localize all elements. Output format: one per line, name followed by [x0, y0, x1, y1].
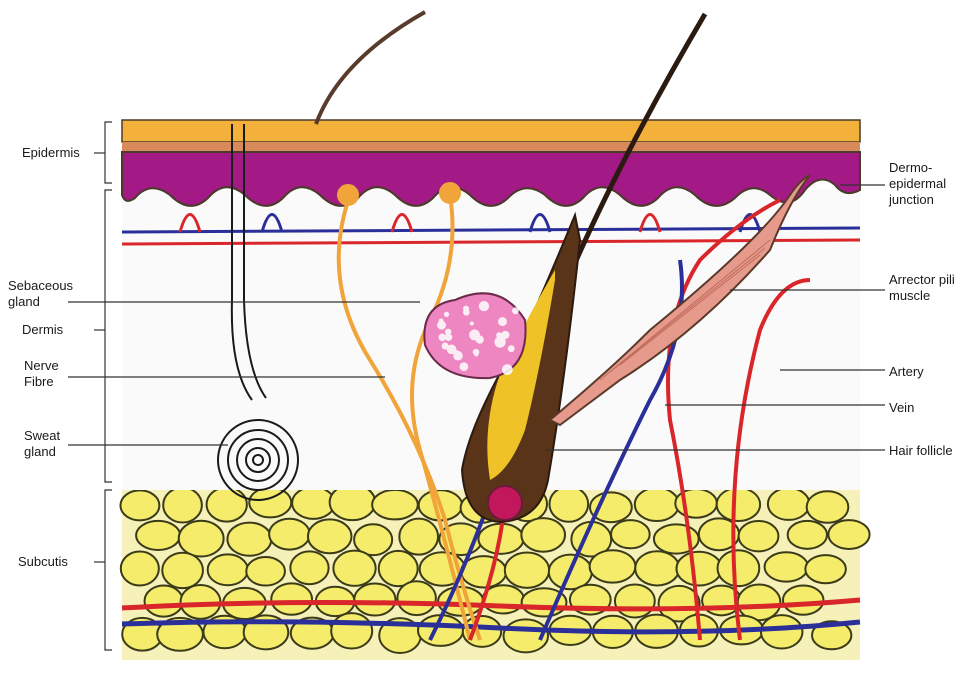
fat-cell [635, 488, 679, 521]
sebaceous-cell [498, 317, 507, 326]
sebaceous-cell [439, 334, 447, 342]
fat-cell [788, 521, 827, 549]
fat-cell [399, 519, 438, 555]
sebaceous-cell [463, 309, 470, 316]
fat-cell [768, 488, 810, 520]
fat-cell [179, 521, 224, 557]
fat-cell [331, 613, 372, 648]
hair-bulb [488, 486, 522, 520]
fat-cell [292, 487, 334, 519]
fat-cell [227, 523, 271, 556]
fat-cell [590, 492, 632, 522]
label-sebaceous-gland: Sebaceous gland [8, 278, 73, 310]
sebaceous-cell [473, 349, 480, 356]
fat-cell [308, 519, 351, 553]
fat-cell [739, 521, 779, 551]
fat-cell [354, 583, 395, 615]
fat-cell [372, 490, 418, 520]
fat-cell [163, 488, 202, 523]
label-artery: Artery [889, 364, 924, 380]
fat-cell [676, 552, 721, 586]
label-epidermis: Epidermis [22, 145, 80, 161]
fat-cell [549, 486, 588, 521]
hair-shaft-top [316, 12, 425, 124]
sebaceous-cell [496, 332, 502, 338]
fat-cell [805, 555, 846, 583]
fat-cell [590, 550, 636, 582]
fat-cell [828, 520, 869, 549]
fat-cell [615, 584, 655, 617]
label-arrector-pili-muscle: Arrector pili muscle [889, 272, 955, 304]
fat-cell [717, 488, 760, 521]
fat-cell [807, 491, 849, 523]
sebaceous-cell [512, 307, 519, 314]
sebaceous-cell [502, 364, 513, 375]
fat-cell [635, 551, 679, 585]
fat-cell [718, 550, 760, 586]
sebaceous-cell [508, 345, 515, 352]
fat-cell [249, 488, 291, 518]
fat-cell [121, 551, 159, 585]
fat-cell [246, 557, 285, 586]
fat-cell [207, 487, 247, 521]
fat-cell [505, 553, 549, 588]
sebaceous-cell [454, 350, 459, 355]
sebaceous-cell [469, 329, 480, 340]
sebaceous-cell [439, 318, 444, 323]
fat-cell [333, 551, 375, 586]
label-nerve-fibre: Nerve Fibre [24, 358, 59, 390]
fat-cell [761, 615, 802, 648]
sebaceous-gland [424, 293, 525, 378]
sebaceous-cell [479, 301, 489, 311]
label-vein: Vein [889, 400, 914, 416]
label-dermis: Dermis [22, 322, 63, 338]
sebaceous-cell [460, 362, 469, 371]
fat-cell [269, 519, 310, 550]
label-sweat-gland: Sweat gland [24, 428, 60, 460]
sebaceous-cell [470, 321, 474, 325]
label-hair-follicle: Hair follicle [889, 443, 953, 459]
fat-cell [783, 585, 824, 614]
layer-brackets [94, 122, 112, 650]
fat-cell [397, 581, 435, 615]
sebaceous-cell [444, 312, 449, 317]
label-subcutis: Subcutis [18, 554, 68, 570]
fat-cell [521, 518, 565, 552]
fat-cell [611, 520, 650, 548]
fat-cell [208, 554, 248, 585]
sebaceous-cell [501, 331, 509, 339]
fat-cell [145, 586, 183, 617]
fat-cell [271, 583, 312, 614]
label-dermo-epidermal-junction: Dermo- epidermal junction [889, 160, 946, 208]
fat-cell [290, 551, 328, 584]
fat-cell [765, 552, 808, 581]
fat-cell [162, 553, 203, 588]
fat-cell [136, 521, 180, 550]
fat-cell [120, 490, 159, 520]
